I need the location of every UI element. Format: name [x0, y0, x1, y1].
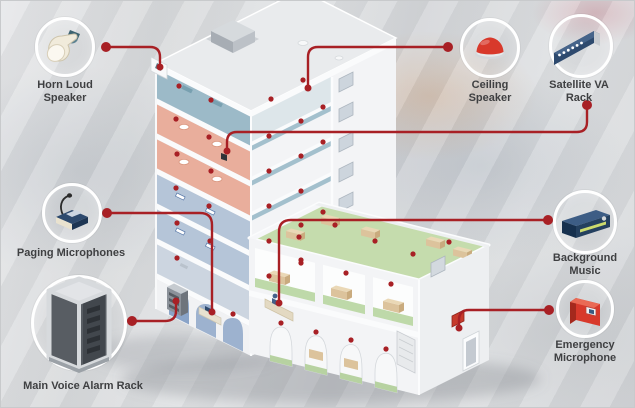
horn-loud-speaker-badge [35, 17, 95, 77]
annex-building [247, 201, 491, 395]
main-voice-alarm-rack-label: Main Voice Alarm Rack [23, 380, 143, 392]
ceiling-speaker-label: Ceiling Speaker [468, 79, 512, 104]
background-music-badge [553, 190, 617, 254]
wall-speaker [221, 153, 227, 161]
satellite-va-rack-icon [554, 31, 600, 65]
annex-stairs [396, 330, 416, 374]
paging-microphone-icon [56, 193, 88, 230]
connectors [101, 42, 592, 332]
annex-arcade [269, 326, 398, 394]
satellite-va-rack-label: Satellite VA Rack [549, 79, 609, 104]
rooftop-ac-unit [206, 20, 259, 53]
emergency-microphone-badge [556, 280, 614, 338]
emergency-microphone-icon [570, 298, 600, 326]
horn-loud-speaker-icon [46, 30, 80, 62]
connector-background-music [275, 215, 553, 307]
paging-microphones-label: Paging Microphones [16, 247, 126, 259]
reception-desk [264, 293, 294, 322]
horn-loud-speaker-label: Horn Loud Speaker [37, 79, 93, 104]
satellite-va-rack-badge [549, 14, 613, 78]
background-music-icon [562, 210, 610, 238]
speaker-dots [173, 77, 452, 352]
ceiling-speaker-badge [460, 18, 520, 78]
connector-horn-loud-speaker [101, 42, 164, 71]
main-voice-alarm-rack-icon [46, 276, 112, 373]
connector-emergency-microphone [455, 305, 554, 332]
paging-microphones-badge [42, 183, 102, 243]
emergency-microphone-label: Emergency Microphone [553, 339, 617, 364]
connector-satellite-va-rack [223, 100, 592, 155]
connector-main-voice-alarm-rack [127, 297, 180, 326]
ceiling-speaker-icon [475, 37, 505, 59]
background-music-label: Background Music [552, 252, 618, 277]
connector-paging-microphones [102, 208, 216, 316]
connector-ceiling-speaker [304, 42, 453, 92]
